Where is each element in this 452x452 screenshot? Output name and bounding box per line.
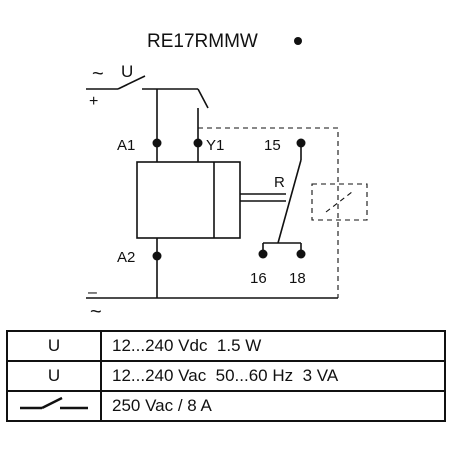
dashed-coil-switch: [325, 191, 353, 213]
dashed-control-loop: [198, 127, 339, 298]
terminal-a1: [152, 138, 162, 148]
label-r: R: [274, 174, 285, 191]
supply-u-label: U: [121, 62, 133, 81]
terminal-a2: [152, 251, 162, 261]
dashed-coil-box: [311, 183, 368, 221]
table-row: 250 Vac / 8 A: [6, 390, 446, 422]
contact-switch-icon: [20, 396, 88, 409]
spec-value-contact: 250 Vac / 8 A: [100, 390, 446, 422]
label-a1: A1: [117, 137, 135, 154]
label-16: 16: [250, 270, 267, 287]
wiring-diagram: RE17RMMW ~ U + A1 Y1 15 R 16 18 A2 – ~: [86, 31, 368, 323]
spec-value-ac: 12...240 Vac 50...60 Hz 3 VA: [100, 360, 446, 392]
terminal-18: [296, 249, 306, 259]
label-y1: Y1: [206, 137, 224, 154]
spec-symbol-contact: [6, 390, 102, 422]
label-18: 18: [289, 270, 306, 287]
supply-switch-blade: [117, 75, 146, 90]
spec-symbol-ac: U: [6, 360, 102, 392]
spec-value-dc: 12...240 Vdc 1.5 W: [100, 330, 446, 362]
y1-switch-blade: [197, 88, 209, 109]
plus-symbol: +: [89, 93, 98, 110]
ac-symbol-top: ~: [92, 63, 104, 85]
spec-table: U 12...240 Vdc 1.5 W U 12...240 Vac 50..…: [6, 330, 446, 422]
terminal-16: [258, 249, 268, 259]
table-row: U 12...240 Vac 50...60 Hz 3 VA: [6, 360, 446, 392]
product-title: RE17RMMW: [147, 31, 258, 52]
table-row: U 12...240 Vdc 1.5 W: [6, 330, 446, 362]
ac-symbol-bottom: ~: [90, 301, 102, 323]
label-a2: A2: [117, 249, 135, 266]
spec-symbol-dc: U: [6, 330, 102, 362]
relay-module: [136, 161, 241, 239]
title-bullet: [294, 37, 302, 45]
contact-blade: [277, 159, 302, 244]
minus-symbol: –: [88, 284, 97, 301]
label-15: 15: [264, 137, 281, 154]
